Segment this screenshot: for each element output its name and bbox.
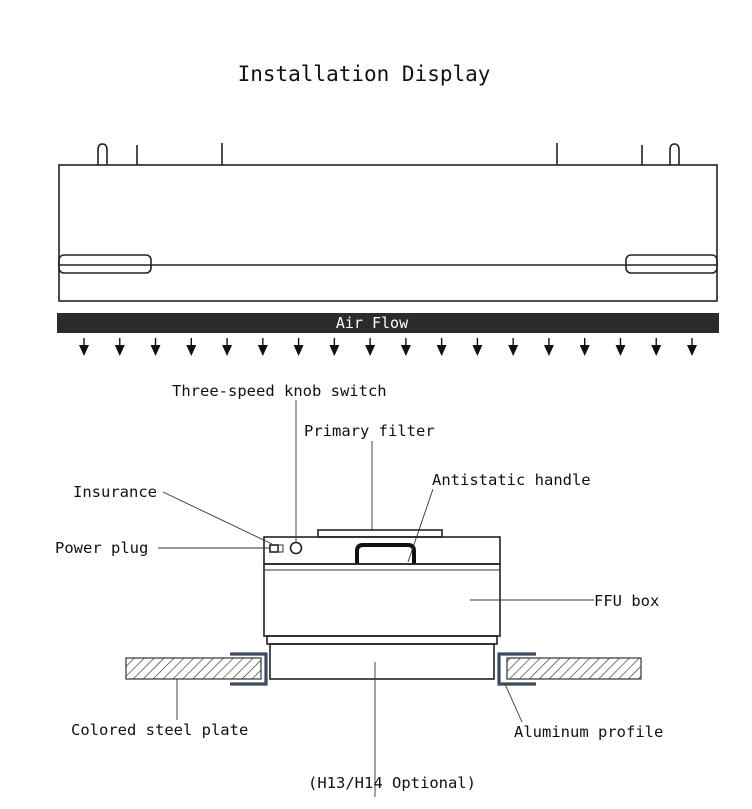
label-insurance: Insurance [73, 483, 157, 501]
airflow-arrow-head [79, 345, 89, 356]
label-primary-filter: Primary filter [304, 422, 435, 440]
airflow-arrow-head [615, 345, 626, 356]
airflow-arrow-head [651, 345, 662, 356]
airflow-bar [57, 313, 719, 333]
airflow-arrow-head [436, 345, 447, 356]
leader-lines [158, 400, 594, 797]
primary-filter [317, 529, 443, 538]
label-three-speed-knob: Three-speed knob switch [172, 382, 387, 400]
leader-insurance [162, 491, 273, 545]
filter-frame [266, 635, 498, 645]
label-colored-steel-plate: Colored steel plate [71, 721, 248, 739]
airflow-arrow-head [293, 345, 304, 356]
airflow-arrow-head [222, 345, 233, 356]
label-aluminum-profile: Aluminum profile [514, 723, 663, 741]
airflow-arrow-head [687, 345, 697, 356]
label-antistatic-handle: Antistatic handle [432, 471, 591, 489]
leader-aluminum [504, 683, 523, 723]
label-power-plug: Power plug [55, 539, 148, 557]
aluminum-profile-left [230, 652, 268, 686]
label-hepa-option: (H13/H14 Optional) [308, 774, 476, 792]
fuse-holder [277, 544, 284, 553]
airflow-arrow-head [329, 345, 340, 356]
airflow-arrows [79, 338, 697, 356]
airflow-arrow-head [472, 345, 483, 356]
aluminum-profile-right [497, 652, 536, 686]
hepa-filter [269, 643, 495, 680]
airflow-arrow-head [186, 345, 197, 356]
label-ffu-box: FFU box [594, 592, 659, 610]
airflow-arrow-head [257, 345, 268, 356]
power-plug-socket [269, 544, 279, 553]
side-handle-left [58, 254, 152, 274]
colored-steel-plate-left [125, 657, 262, 680]
ffu-top-cover [263, 536, 501, 565]
colored-steel-plate-right [506, 657, 642, 680]
airflow-arrow-head [543, 345, 554, 356]
airflow-arrow-head [400, 345, 411, 356]
ffu-section-view [125, 529, 642, 686]
airflow-arrow-head [365, 345, 376, 356]
ffu-box [263, 563, 501, 637]
airflow-label: Air Flow [336, 314, 409, 332]
airflow-arrow-head [579, 345, 590, 356]
ffu-side-view [58, 143, 718, 302]
side-handle-right [625, 254, 718, 274]
airflow-arrow-head [150, 345, 161, 356]
knob-switch-icon [289, 541, 303, 555]
airflow-arrow-head [114, 345, 125, 356]
ffu-body [58, 164, 718, 302]
leader-handle [407, 488, 434, 563]
lifting-hook-left [97, 143, 108, 165]
airflow-arrow-head [508, 345, 519, 356]
lifting-hook-right [669, 143, 680, 165]
page-title: Installation Display [238, 62, 491, 86]
antistatic-handle [355, 543, 416, 564]
